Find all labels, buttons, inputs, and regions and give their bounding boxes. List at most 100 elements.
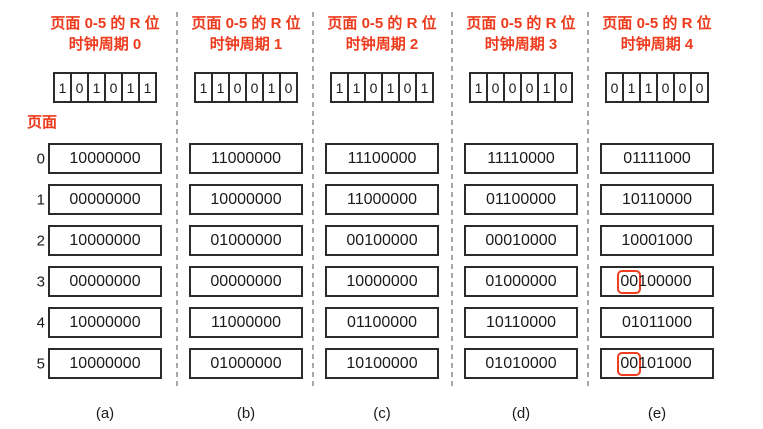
page-counter-row: 5 10000000 [37, 348, 162, 379]
r-bit-cell: 1 [211, 74, 228, 101]
header-line-1: 页面 0-5 的 R 位 [50, 15, 160, 32]
page-counter-row: 3 00000000 [37, 266, 162, 297]
counter-box: 01000000 [189, 348, 303, 379]
column-header: 页面 0-5 的 R 位 时钟周期 1 [161, 13, 331, 55]
pages-label: 页面 [27, 114, 58, 131]
counter-box: 10001000 [600, 225, 714, 256]
r-bit-cell: 0 [486, 74, 503, 101]
counter-box: 11000000 [189, 143, 303, 174]
r-bit-cell: 1 [537, 74, 554, 101]
counter-box: 00100000 [325, 225, 439, 256]
counter-box: 10100000 [325, 348, 439, 379]
page-counter-row: 01000000 [189, 348, 303, 379]
r-bit-cell: 1 [381, 74, 398, 101]
column-label: (a) [95, 405, 115, 422]
r-bit-cell: 1 [639, 74, 656, 101]
page-counter-row: 01011000 [600, 307, 714, 338]
r-bit-cell: 0 [245, 74, 262, 101]
r-bit-cell: 0 [673, 74, 690, 101]
counter-box: 01100000 [325, 307, 439, 338]
page-counter-row: 1 00000000 [37, 184, 162, 215]
column-header: 页面 0-5 的 R 位 时钟周期 4 [572, 13, 742, 55]
r-bit-cell: 0 [690, 74, 707, 101]
r-bits-row: 1 0 1 0 1 1 [53, 72, 157, 103]
r-bit-cell: 0 [279, 74, 296, 101]
r-bit-cell: 1 [199, 79, 208, 96]
page-counter-row: 10100000 [325, 348, 439, 379]
counter-box: 10000000 [48, 307, 162, 338]
counter-box: 11000000 [189, 307, 303, 338]
counter-box: 00000000 [189, 266, 303, 297]
column-d: 页面 0-5 的 R 位 时钟周期 3 1 0 0 0 1 0 11110000 [452, 0, 588, 429]
r-bits-row: 1 0 0 0 1 0 [469, 72, 573, 103]
page-counter-row: 00010000 [464, 225, 578, 256]
r-bit-cell: 0 [104, 74, 121, 101]
page-row-number: 0 [36, 150, 45, 167]
highlight-box: 00 [617, 351, 642, 376]
counter-box: 00000000 [48, 184, 162, 215]
page-row-number: 2 [36, 232, 45, 249]
counter-box: 01011000 [600, 307, 714, 338]
page-counter-row: 4 10000000 [37, 307, 162, 338]
header-line-1: 页面 0-5 的 R 位 [602, 15, 712, 32]
header-line-2: 时钟周期 2 [345, 36, 419, 53]
r-bit-cell: 0 [656, 74, 673, 101]
header-line-2: 时钟周期 0 [68, 36, 142, 53]
r-bit-cell: 1 [262, 74, 279, 101]
page-counter-row: 10001000 [600, 225, 714, 256]
r-bits-row: 0 1 1 0 0 0 [605, 72, 709, 103]
counter-box: 01010000 [464, 348, 578, 379]
r-bit-cell: 0 [398, 74, 415, 101]
page-counter-row: 10110000 [600, 184, 714, 215]
counter-box: 01100000 [464, 184, 578, 215]
counter-box: 01000000 [464, 266, 578, 297]
r-bit-cell: 1 [87, 74, 104, 101]
counter-box: 01111000 [600, 143, 714, 174]
column-divider [312, 12, 314, 390]
counter-box: 11110000 [464, 143, 578, 174]
r-bit-cell: 0 [520, 74, 537, 101]
r-bit-cell: 1 [622, 74, 639, 101]
r-bit-cell: 0 [364, 74, 381, 101]
header-line-1: 页面 0-5 的 R 位 [191, 15, 301, 32]
column-header: 页面 0-5 的 R 位 时钟周期 0 [20, 13, 190, 55]
page-row-number: 1 [36, 191, 45, 208]
page-counter-row: 01100000 [464, 184, 578, 215]
counter-box: 01000000 [189, 225, 303, 256]
counter-box: 10000000 [48, 348, 162, 379]
r-bits-row: 1 1 0 0 1 0 [194, 72, 298, 103]
r-bit-cell: 1 [58, 79, 67, 96]
counter-box: 10000000 [48, 143, 162, 174]
page-counter-row: 10110000 [464, 307, 578, 338]
r-bit-cell: 0 [503, 74, 520, 101]
counter-rest: 100000 [638, 272, 692, 290]
page-row-number: 4 [36, 314, 45, 331]
page-counter-row: 11100000 [325, 143, 439, 174]
r-bit-cell: 1 [335, 79, 344, 96]
page-counter-row: 10000000 [189, 184, 303, 215]
r-bits-row: 1 1 0 1 0 1 [330, 72, 434, 103]
page-counter-row: 01010000 [464, 348, 578, 379]
page-counter-row: 11000000 [325, 184, 439, 215]
column-header: 页面 0-5 的 R 位 时钟周期 2 [297, 13, 467, 55]
highlight-box: 00 [617, 269, 642, 294]
page-counter-row: 00000000 [189, 266, 303, 297]
page-row-number: 5 [36, 355, 45, 372]
counter-box: 00000000 [48, 266, 162, 297]
column-label: (c) [373, 405, 391, 422]
page-counter-row: 11000000 [189, 307, 303, 338]
column-divider [587, 12, 589, 390]
column-divider [451, 12, 453, 390]
column-label: (d) [511, 405, 531, 422]
counter-box: 11100000 [325, 143, 439, 174]
r-bit-cell: 0 [70, 74, 87, 101]
r-bit-cell: 0 [554, 74, 571, 101]
counter-box: 10000000 [189, 184, 303, 215]
page-counter-row: 11110000 [464, 143, 578, 174]
page-counter-row: 01100000 [325, 307, 439, 338]
